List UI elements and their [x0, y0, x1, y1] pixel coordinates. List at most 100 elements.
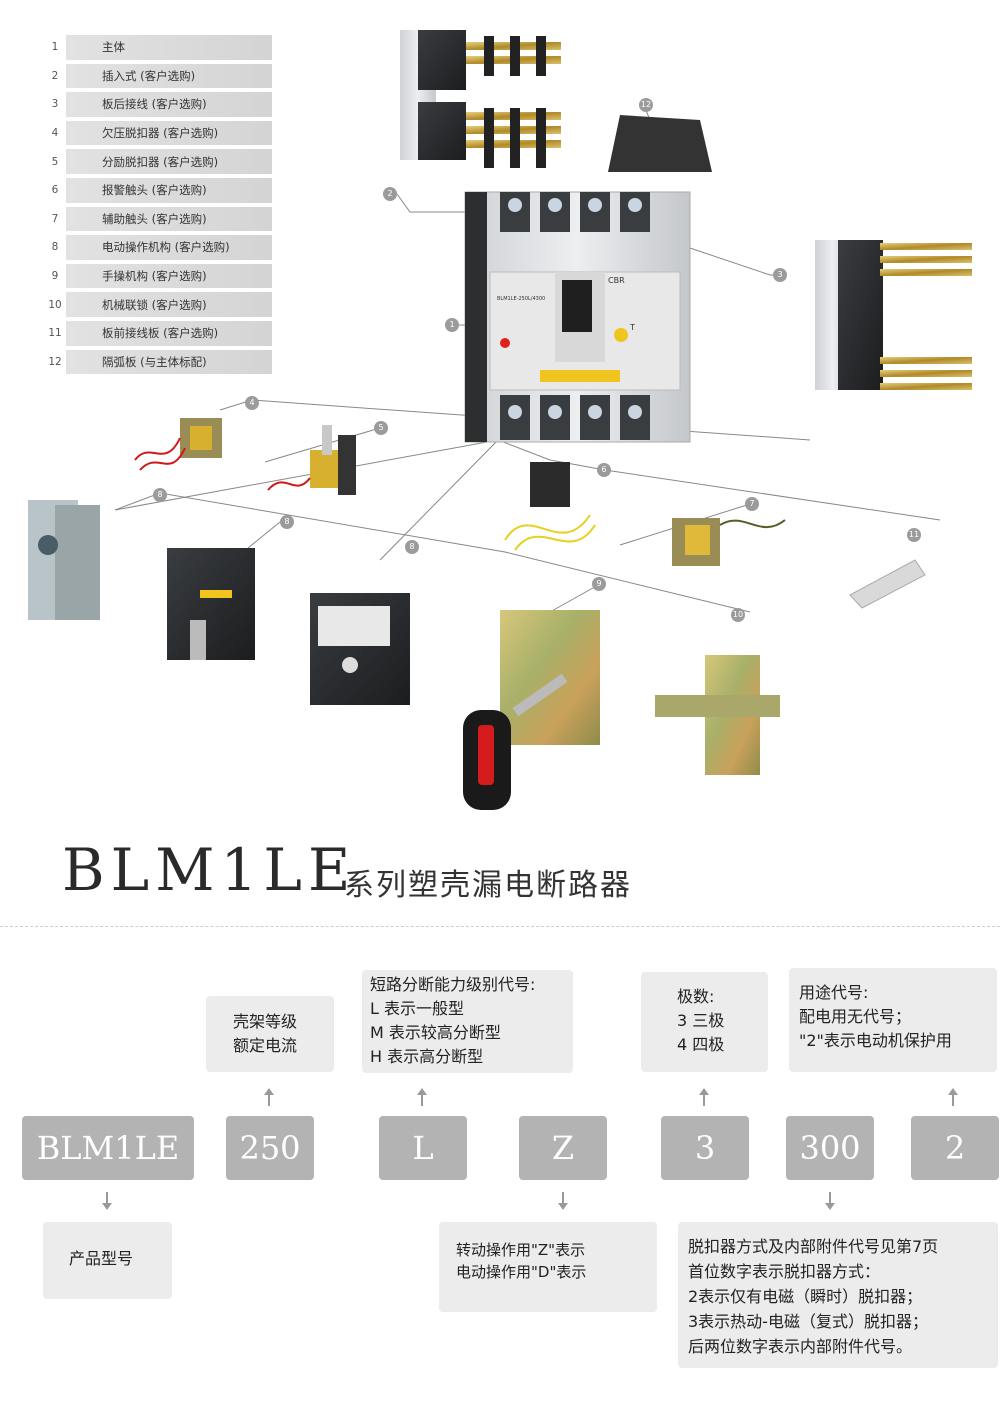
legend-number: 8	[51, 241, 59, 254]
shunt-release-illustration	[267, 425, 356, 495]
motor-operator-c-illustration	[310, 593, 410, 705]
callout-12: 12	[639, 98, 653, 112]
callout-3: 3	[773, 268, 787, 282]
main-breaker-illustration: BLM1LE-250L/4300 CBR T	[464, 191, 691, 443]
legend-item: 1 主体	[44, 33, 272, 62]
page-title: BLM1LE 系列塑壳漏电断路器	[62, 836, 962, 908]
handle-mechanism-illustration	[463, 610, 600, 810]
legend-label: 辅助触头 (客户选购)	[102, 211, 207, 226]
code-segment-usage: 2	[911, 1116, 999, 1180]
code-segment-breaking: L	[379, 1116, 467, 1180]
desc-line: 2表示仅有电磁（瞬时）脱扣器；	[688, 1287, 923, 1306]
code-segment-operation: Z	[519, 1116, 607, 1180]
legend-item: 11 板前接线板 (客户选购)	[44, 319, 272, 348]
arrow-up-icon	[699, 1088, 709, 1106]
front-terminal-illustration	[849, 559, 926, 609]
arrow-down-icon	[825, 1192, 835, 1210]
section-divider	[0, 926, 1000, 927]
legend-number: 10	[48, 298, 62, 311]
legend-label: 板后接线 (客户选购)	[102, 97, 207, 112]
legend-item: 7 辅助触头 (客户选购)	[44, 205, 272, 234]
desc-line: 壳架等级	[233, 1012, 298, 1031]
legend-item: 3 板后接线 (客户选购)	[44, 90, 272, 119]
legend-number: 2	[51, 69, 59, 82]
arrow-down-icon	[558, 1192, 568, 1210]
callout-8c: 8	[405, 540, 419, 554]
desc-operation-mode: 转动操作用"Z"表示 电动操作用"D"表示	[439, 1222, 657, 1312]
desc-line: 3 三极	[677, 1011, 725, 1030]
breaker-cbr-text: CBR	[608, 276, 625, 285]
title-subtitle: 系列塑壳漏电断路器	[344, 868, 632, 903]
desc-line: 配电用无代号；	[799, 1007, 912, 1026]
title-model: BLM1LE	[62, 836, 357, 904]
legend-label: 欠压脱扣器 (客户选购)	[102, 126, 219, 141]
legend-number: 12	[48, 355, 62, 368]
code-segment-release: 300	[786, 1116, 874, 1180]
motor-operator-b-illustration	[167, 548, 255, 660]
legend-label: 报警触头 (客户选购)	[102, 183, 207, 198]
callout-8a: 8	[153, 488, 167, 502]
mechanical-interlock-illustration	[655, 655, 780, 775]
legend-label: 机械联锁 (客户选购)	[102, 297, 207, 312]
legend-label: 插入式 (客户选购)	[102, 68, 196, 83]
parts-illustration: BLM1LE-250L/4300 CBR T	[28, 30, 972, 810]
legend-label: 主体	[102, 40, 125, 55]
legend-item: 5 分励脱扣器 (客户选购)	[44, 147, 272, 176]
auxiliary-contact-illustration	[672, 518, 786, 566]
desc-release-type: 脱扣器方式及内部附件代号见第7页 首位数字表示脱扣器方式： 2表示仅有电磁（瞬时…	[678, 1222, 998, 1368]
arrow-up-icon	[948, 1088, 958, 1106]
desc-line: 电动操作用"D"表示	[456, 1263, 587, 1281]
legend-label: 隔弧板 (与主体标配)	[102, 354, 207, 369]
legend-number: 5	[51, 155, 59, 168]
desc-usage: 用途代号: 配电用无代号； "2"表示电动机保护用	[789, 968, 997, 1072]
desc-line: 3表示热动-电磁（复式）脱扣器；	[688, 1312, 928, 1331]
desc-line: L 表示一般型	[370, 999, 465, 1018]
desc-line: 短路分断能力级别代号:	[370, 975, 536, 994]
legend-item: 12 隔弧板 (与主体标配)	[44, 348, 272, 377]
parts-diagram: BLM1LE-250L/4300 CBR T	[28, 30, 972, 810]
desc-line: 转动操作用"Z"表示	[456, 1241, 586, 1259]
breaker-model-text: BLM1LE-250L/4300	[497, 296, 545, 302]
legend-item: 2 插入式 (客户选购)	[44, 62, 272, 91]
legend-item: 8 电动操作机构 (客户选购)	[44, 233, 272, 262]
desc-line: M 表示较高分断型	[370, 1023, 501, 1042]
desc-line: 首位数字表示脱扣器方式：	[688, 1262, 881, 1281]
arrow-up-icon	[264, 1088, 274, 1106]
arrow-up-icon	[417, 1088, 427, 1106]
callout-10: 10	[731, 608, 745, 622]
desc-line: 后两位数字表示内部附件代号。	[688, 1337, 913, 1356]
desc-line: 极数:	[677, 987, 715, 1006]
desc-line: 额定电流	[233, 1036, 298, 1055]
desc-line: 脱扣器方式及内部附件代号见第7页	[688, 1237, 939, 1256]
desc-poles: 极数: 3 三极 4 四极	[641, 972, 768, 1072]
motor-operator-a-illustration	[28, 500, 100, 620]
legend-number: 7	[51, 212, 59, 225]
legend-number: 9	[51, 270, 59, 283]
desc-line: H 表示高分断型	[370, 1047, 484, 1066]
legend-label: 分励脱扣器 (客户选购)	[102, 154, 219, 169]
rear-connection-illustration	[815, 240, 972, 390]
arrow-down-icon	[102, 1192, 112, 1210]
code-segment-poles: 3	[661, 1116, 749, 1180]
legend-item: 10 机械联锁 (客户选购)	[44, 290, 272, 319]
legend-number: 3	[51, 98, 59, 111]
code-segment-current: 250	[226, 1116, 314, 1180]
legend-label: 电动操作机构 (客户选购)	[102, 240, 230, 255]
desc-product-model: 产品型号	[43, 1222, 172, 1299]
legend-number: 11	[48, 327, 62, 340]
alarm-contact-illustration	[504, 462, 596, 551]
callout-1: 1	[445, 318, 459, 332]
callout-6: 6	[597, 463, 611, 477]
legend-number: 1	[51, 41, 59, 54]
callout-9: 9	[592, 577, 606, 591]
desc-frame-current: 壳架等级 额定电流	[206, 996, 334, 1072]
desc-line: "2"表示电动机保护用	[799, 1031, 952, 1050]
callout-7: 7	[745, 497, 759, 511]
callout-8b: 8	[280, 515, 294, 529]
desc-line: 产品型号	[69, 1249, 134, 1268]
legend-label: 板前接线板 (客户选购)	[102, 326, 219, 341]
